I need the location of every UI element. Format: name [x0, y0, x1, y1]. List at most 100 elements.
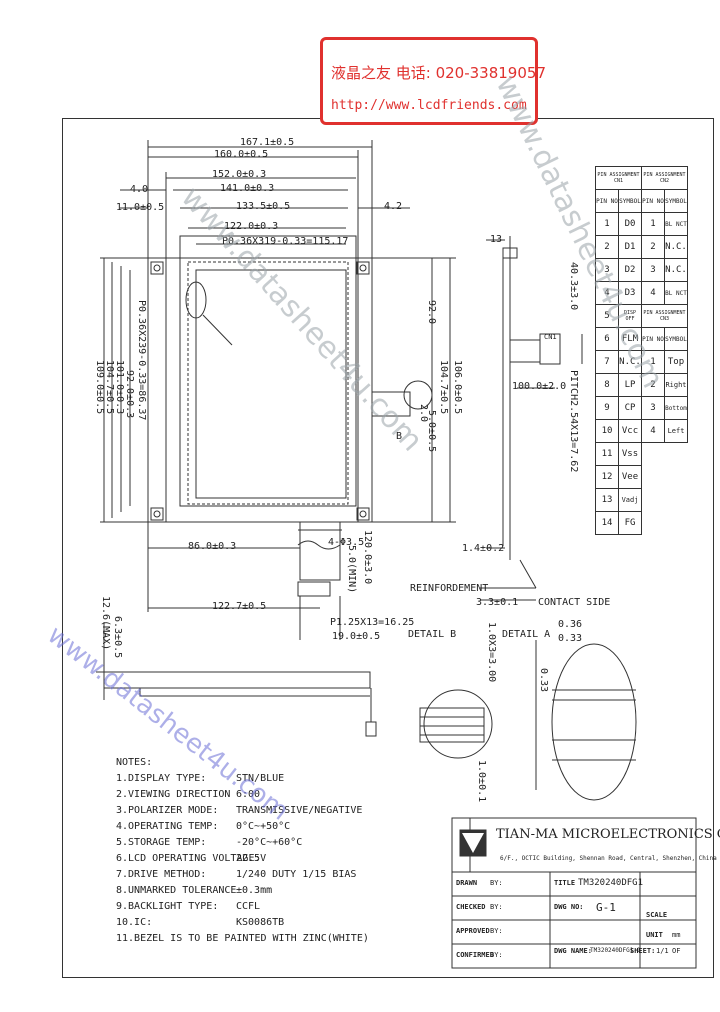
dim-11: 11.0±0.5	[116, 202, 165, 213]
dim-122: 122.0±0.3	[224, 221, 279, 232]
dim-122-7: 122.7±0.5	[212, 601, 267, 612]
dim-0-36: 0.36	[558, 619, 583, 630]
pin-no: 2	[641, 235, 665, 259]
dim-pitch-fpc: P1.25X13=16.25	[330, 617, 415, 628]
label-reinforcement: REINFORDEMENT	[410, 583, 489, 594]
tb-checked: CHECKED	[456, 903, 486, 911]
pin-symbol: FLM	[618, 327, 642, 351]
pin-symbol: Vss	[618, 442, 642, 466]
note-value: 0°C~+50°C	[236, 821, 291, 832]
note-value: STN/BLUE	[236, 773, 285, 784]
symbol-head-2: SYMBOL	[664, 189, 688, 213]
tb-dwg-no-label: DWG NO:	[554, 903, 584, 911]
symbol-head-3: SYMBOL	[664, 327, 688, 351]
pin-symbol: Left	[664, 419, 688, 443]
dim-4-2: 4.2	[384, 201, 403, 212]
dim-92: 92.0±0.3	[124, 370, 135, 419]
banner-url[interactable]: http://www.lcdfriends.com	[331, 98, 527, 113]
pin-symbol: N.C.	[664, 258, 688, 282]
dim-104: 104.7±0.5	[104, 360, 115, 415]
pin-no: 13	[595, 488, 619, 512]
pin-symbol: N.C.	[664, 235, 688, 259]
note-value: KS0086TB	[236, 917, 285, 928]
dim-86: 86.0±0.3	[188, 541, 237, 552]
dim-1-0: 1.0±0.1	[476, 760, 487, 803]
tb-dwg-name-value: TM320240DFG1-1	[590, 947, 641, 954]
tb-title-label: TITLE	[554, 879, 576, 887]
label-contact-side: CONTACT SIDE	[538, 597, 611, 608]
dim-pitch-h: P0.36X319-0.33=115.17	[222, 236, 349, 247]
dim-109: 109.0±0.5	[94, 360, 105, 415]
dim-152: 152.0±0.3	[212, 169, 267, 180]
pin-no: 1	[641, 212, 665, 236]
pin-symbol: FG	[618, 511, 642, 535]
dim-hole: 4-Φ3.5	[328, 537, 365, 548]
note-value: TRANSMISSIVE/NEGATIVE	[236, 805, 363, 816]
note-label: 5.STORAGE TEMP:	[116, 837, 207, 848]
dim-133: 133.5±0.5	[236, 201, 291, 212]
note-label: 2.VIEWING DIRECTION	[116, 789, 231, 800]
pin-no: 7	[595, 350, 619, 374]
note-label: 10.IC:	[116, 917, 153, 928]
pin-no: 4	[641, 419, 665, 443]
pin-symbol: D3	[618, 281, 642, 305]
pin-symbol: N.C.	[618, 350, 642, 374]
tb-of-label: OF	[672, 947, 681, 955]
site-banner[interactable]: 液晶之友 电话: 020-33819057 http://www.lcdfrie…	[320, 37, 546, 125]
dim-4: 4.0	[130, 184, 149, 195]
tb-by: BY:	[490, 927, 503, 935]
dim-104r: 104.7±0.5	[438, 360, 449, 415]
dim-5min: 5.0(MIN)	[346, 545, 357, 594]
pin-no: 6	[595, 327, 619, 351]
note-value: ±0.3mm	[236, 885, 273, 896]
dim-141: 141.0±0.3	[220, 183, 275, 194]
pin-assignment-table: PIN ASSIGNMENT CN1 PIN ASSIGNMENT CN2 PI…	[595, 166, 688, 535]
tb-dwg-no-value: G-1	[596, 901, 616, 914]
label-cn1: CN1	[544, 333, 557, 341]
note-value: 22.5V	[236, 853, 267, 864]
dim-3-3: 3.3±0.1	[476, 597, 519, 608]
note-label: 9.BACKLIGHT TYPE:	[116, 901, 219, 912]
pin-head-cn2: PIN ASSIGNMENT CN2	[641, 166, 688, 190]
note-value: 6:00	[236, 789, 261, 800]
dim-120: 120.0±3.0	[362, 530, 373, 585]
pin-no: 10	[595, 419, 619, 443]
pin-no: 3	[641, 396, 665, 420]
label-b: B	[396, 431, 403, 442]
label-detail-a: DETAIL A	[502, 629, 551, 640]
dim-40: 40.3±3.0	[568, 262, 579, 311]
dim-0-33: 0.33	[558, 633, 583, 644]
label-detail-b: DETAIL B	[408, 629, 457, 640]
note-value: -20°C~+60°C	[236, 837, 303, 848]
tb-unit-value: mm	[672, 931, 681, 939]
note-label: 3.POLARIZER MODE:	[116, 805, 219, 816]
tb-drawn: DRAWN	[456, 879, 478, 887]
pin-no: 12	[595, 465, 619, 489]
dim-13: 13	[490, 234, 503, 245]
pin-symbol: LP	[618, 373, 642, 397]
tb-confirmed: CONFIRMED	[456, 951, 494, 959]
dim-0-33b: 0.33	[538, 668, 549, 693]
pin-no: 5	[595, 304, 619, 328]
pin-symbol: BL NCT	[664, 281, 688, 305]
pin-symbol: Bottom	[664, 396, 688, 420]
pin-symbol: D1	[618, 235, 642, 259]
dim-1x3: 1.0X3=3.00	[486, 622, 497, 683]
dim-1-4: 1.4±0.2	[462, 543, 505, 554]
note-label: 11.BEZEL IS TO BE PAINTED WITH ZINC(WHIT…	[116, 933, 369, 944]
symbol-head: SYMBOL	[618, 189, 642, 213]
pin-symbol: Vee	[618, 465, 642, 489]
pin-symbol: Vadj	[618, 488, 642, 512]
pin-symbol: Right	[664, 373, 688, 397]
dim-pitch-side: PITCH2.54X13=7.62	[568, 370, 579, 473]
pin-no: 8	[595, 373, 619, 397]
tb-by: BY:	[490, 951, 503, 959]
note-label: 8.UNMARKED TOLERANCE	[116, 885, 237, 896]
pin-symbol: BL NCT	[664, 212, 688, 236]
dim-160: 160.0±0.5	[214, 149, 269, 160]
dim-19: 19.0±0.5	[332, 631, 381, 642]
tb-scale-label: SCALE	[646, 911, 668, 919]
pin-no-head-3: PIN NO	[641, 327, 665, 351]
tb-unit-label: UNIT	[646, 931, 663, 939]
